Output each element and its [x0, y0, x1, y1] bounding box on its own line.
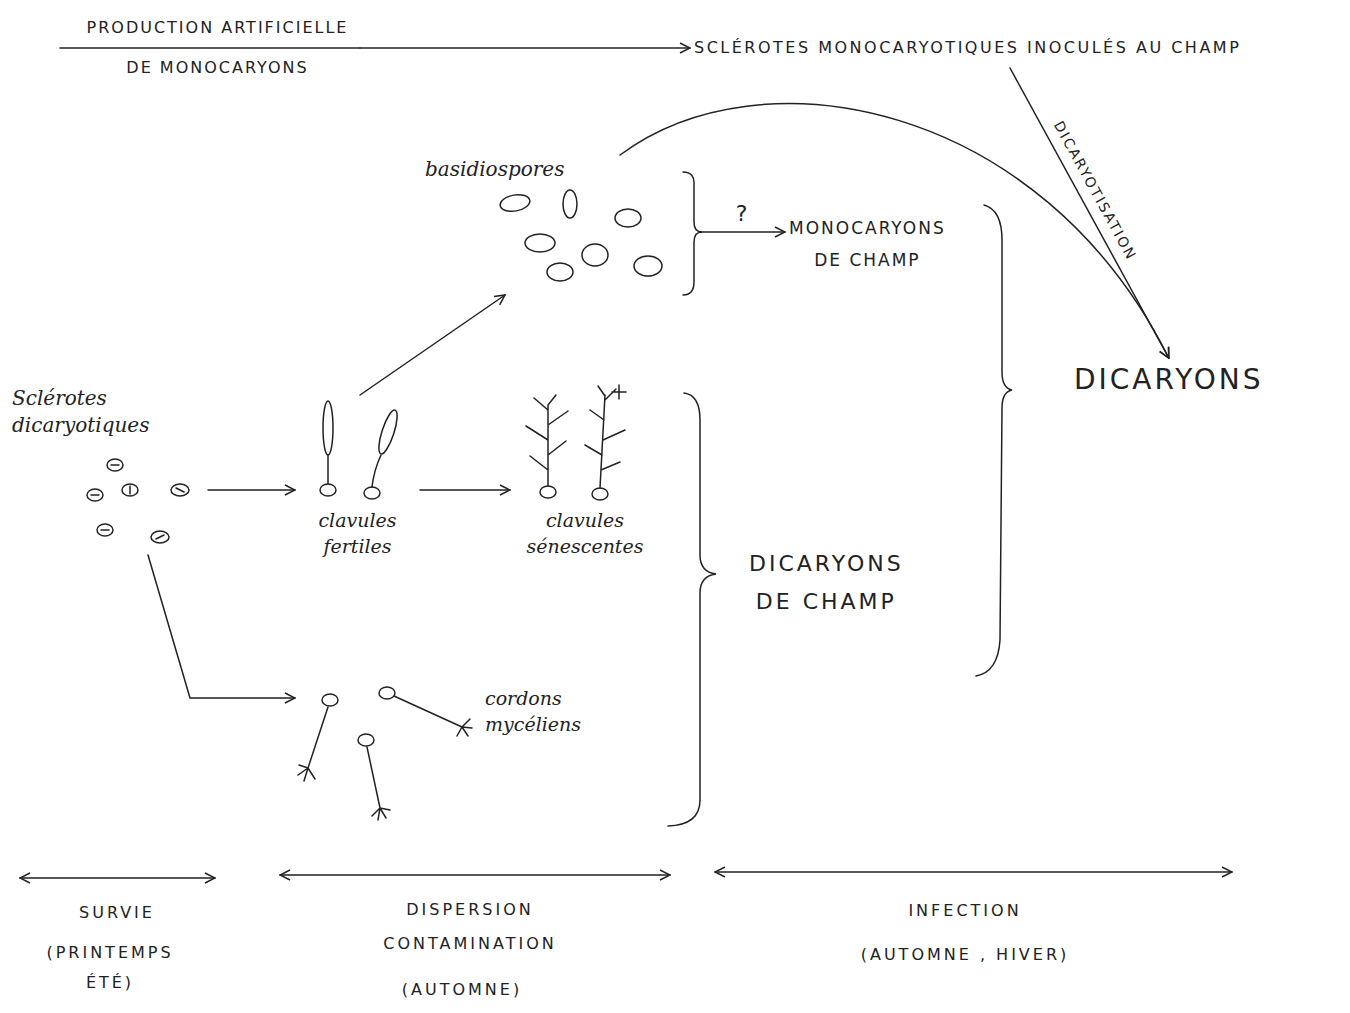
spore: [499, 193, 531, 214]
brace: [668, 393, 716, 826]
brace: [976, 205, 1012, 676]
edge-label: ?: [736, 201, 750, 227]
node-text: clavules sénescentes: [527, 507, 644, 559]
season-label-box: DISPERSION CONTAMINATION: [340, 893, 600, 961]
stage-label: clavules fertiles: [295, 395, 420, 575]
production-line: [60, 47, 360, 49]
stage-label: Sclérotes dicaryotiques: [8, 385, 208, 555]
mycelial-cords: [298, 687, 472, 820]
sclerotium: [322, 694, 338, 706]
stalk: [328, 455, 381, 487]
season-label-box: (PRINTEMPS ÉTÉ): [35, 938, 185, 998]
node-text: SCLÉROTES MONOCARYOTIQUES INOCULÉS AU CH…: [694, 28, 1241, 68]
season-label: SURVIE: [42, 898, 192, 928]
season-label: INFECTION: [815, 896, 1115, 926]
cord: [394, 696, 472, 736]
sclerotium: [592, 488, 608, 500]
season-label: (AUTOMNE , HIVER): [765, 940, 1165, 970]
stage-label: DICARYONS: [1070, 358, 1268, 402]
node-text: Sclérotes dicaryotiques: [12, 385, 149, 439]
stage-label: DICARYONS DE CHAMP: [745, 545, 908, 621]
spore: [563, 190, 577, 218]
stage-label: basidiospores: [420, 155, 700, 295]
spore: [547, 263, 573, 281]
period-arrow: [20, 877, 215, 879]
sclerotium: [320, 484, 336, 496]
spore: [615, 209, 641, 227]
season-label-box: (AUTOMNE): [362, 975, 562, 1005]
connector-arrow: [360, 295, 505, 395]
sclerotium-mark: [91, 465, 184, 539]
club: [375, 408, 401, 455]
connector-arrow: [620, 104, 1169, 358]
connector-arrow: [420, 489, 510, 491]
connector-arrow: [700, 231, 785, 233]
edge-label-box: DICARYOTISATION: [1051, 118, 1141, 263]
season-label-box: (AUTOMNE , HIVER): [765, 940, 1165, 970]
node-text: clavules fertiles: [318, 507, 396, 559]
spores: [499, 190, 662, 281]
sclerotium: [358, 734, 374, 746]
senescent-clavules: [526, 385, 626, 500]
node-text: basidiospores: [425, 155, 700, 183]
season-label: DISPERSION CONTAMINATION: [340, 893, 600, 961]
process-label: PRODUCTION ARTIFICIELLE DE MONOCARYONS: [75, 8, 360, 88]
cord: [298, 707, 328, 781]
spore: [634, 256, 662, 276]
edge-label: DICARYOTISATION: [1051, 118, 1141, 263]
season-label: (AUTOMNE): [362, 975, 562, 1005]
cord: [367, 747, 390, 820]
sclerotium: [379, 687, 395, 699]
spore: [582, 244, 608, 266]
connector-arrow: [208, 489, 295, 491]
period-arrow: [280, 874, 670, 876]
season-label-box: SURVIE: [42, 898, 192, 928]
sclerotia: [87, 459, 189, 543]
sclerotium: [540, 486, 556, 498]
node-text: DICARYONS DE CHAMP: [749, 545, 904, 621]
node-text: cordons mycéliens: [485, 685, 581, 737]
sclerotium: [364, 487, 380, 499]
season-label-box: INFECTION: [815, 896, 1115, 926]
period-arrow: [715, 871, 1232, 873]
season-label: (PRINTEMPS ÉTÉ): [35, 938, 185, 998]
node-text: DICARYONS: [1074, 358, 1264, 402]
stage-label: MONOCARYONS DE CHAMP: [785, 212, 950, 276]
connector-arrow: [148, 555, 295, 698]
edge-label-box: ?: [736, 201, 750, 227]
stage-label: clavules sénescentes: [510, 385, 660, 575]
club: [323, 401, 333, 455]
node-text: PRODUCTION ARTIFICIELLE DE MONOCARYONS: [75, 8, 360, 88]
branched-stalk: [526, 395, 568, 486]
branched-stalk: [585, 385, 626, 488]
bracket: [683, 172, 702, 295]
connector-arrow: [360, 47, 690, 49]
stage-label: cordons mycéliens: [295, 680, 615, 825]
fertile-clavules: [320, 401, 401, 499]
stage-label: SCLÉROTES MONOCARYOTIQUES INOCULÉS AU CH…: [690, 28, 1245, 68]
spore: [525, 234, 555, 252]
node-text: MONOCARYONS DE CHAMP: [789, 212, 946, 276]
drawing: [20, 48, 1232, 878]
